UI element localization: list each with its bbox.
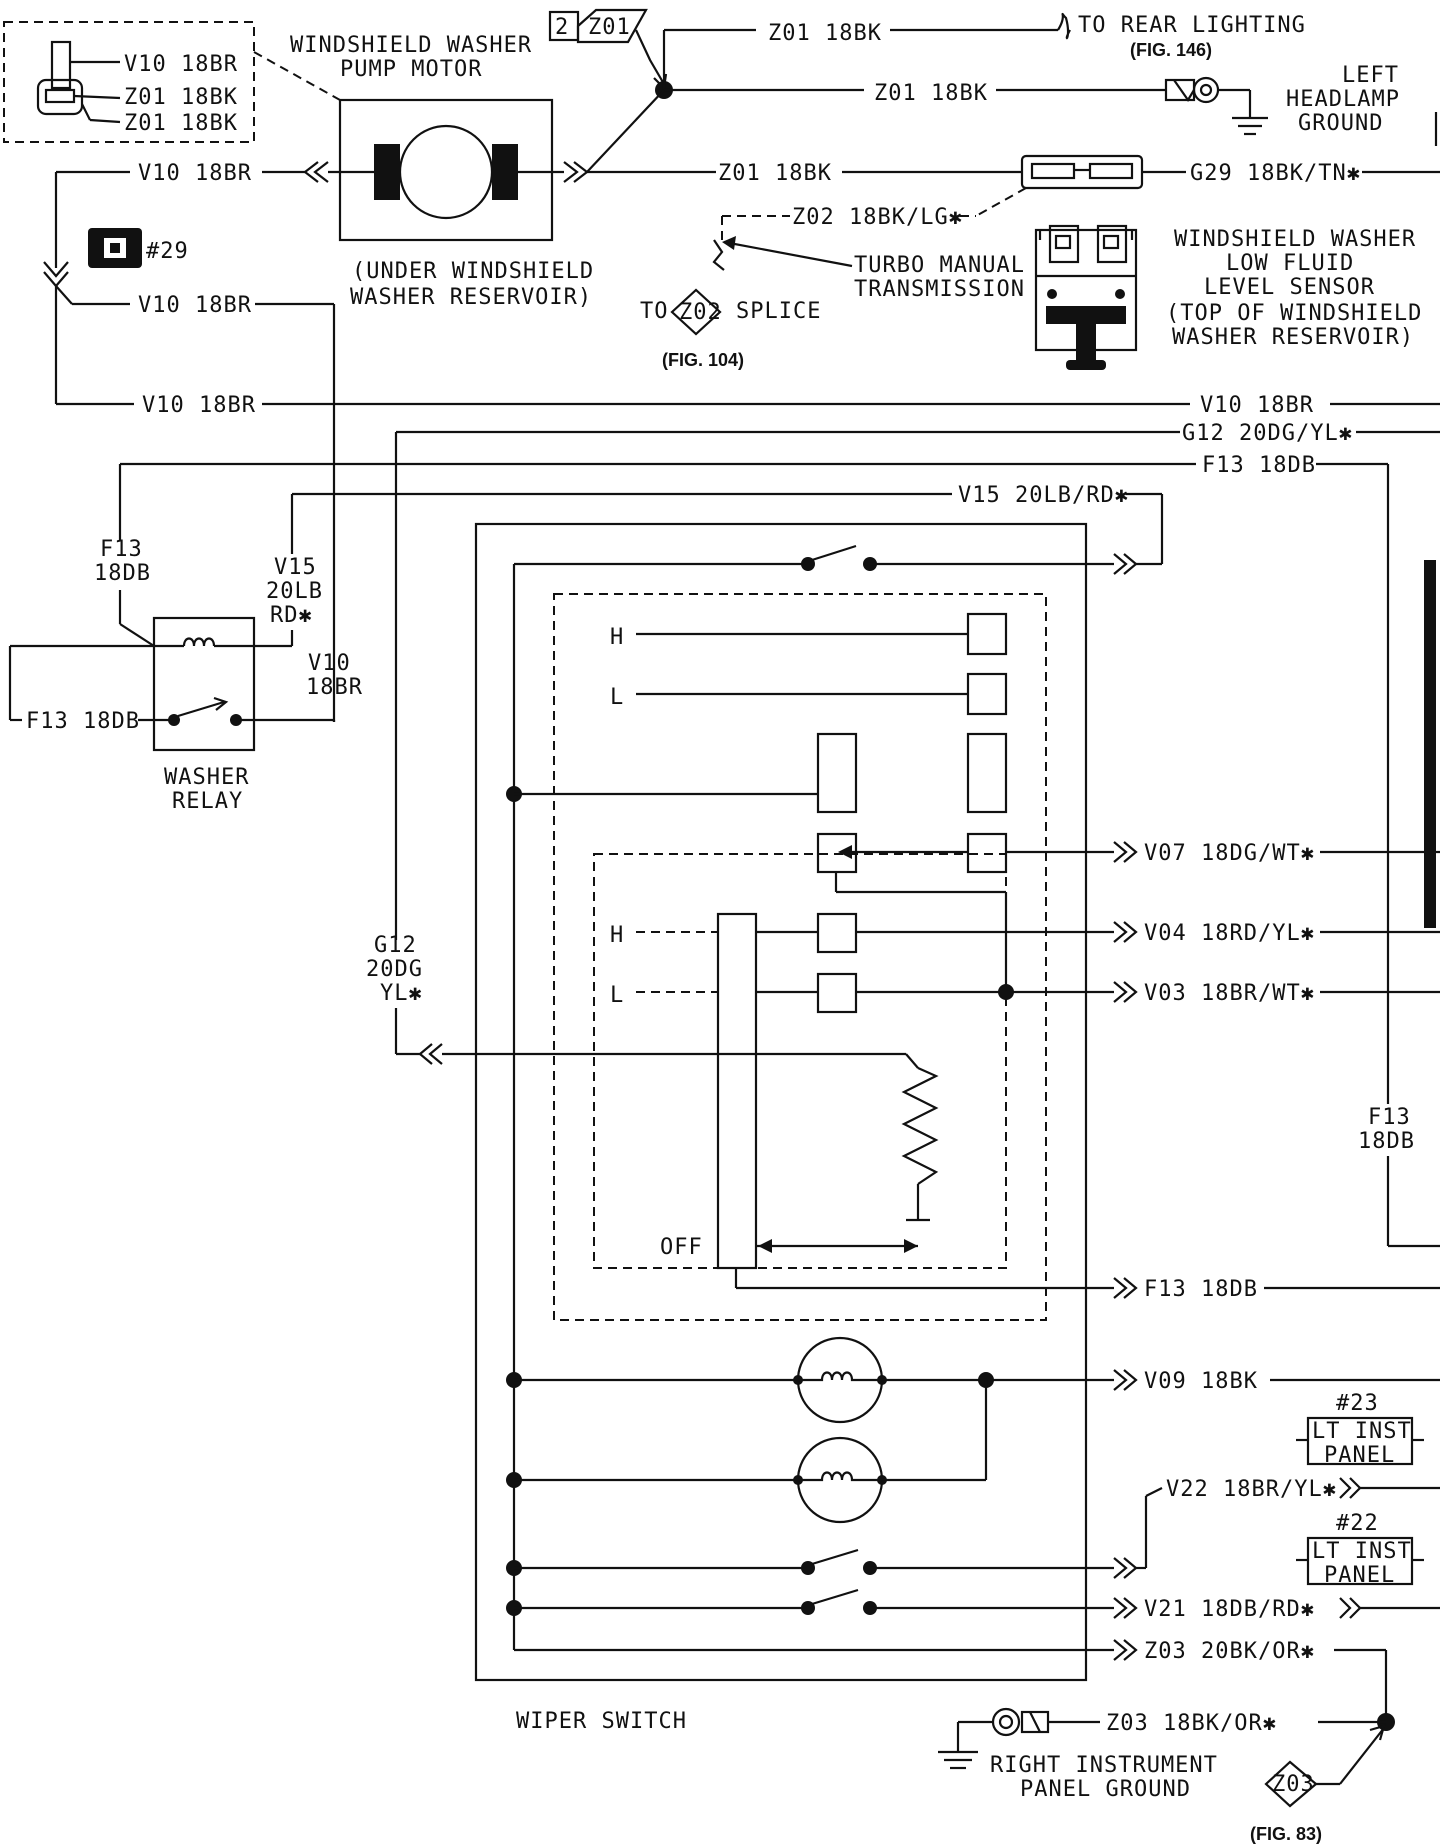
connector-wire-v10: V10 18BR <box>124 52 238 77</box>
v15-v3: RD✱ <box>270 603 313 628</box>
lt-inst-22-b: PANEL <box>1324 1563 1395 1588</box>
relay-1: WASHER <box>164 765 249 790</box>
g12-v2: 20DG <box>366 957 423 982</box>
lt-inst-23-b: PANEL <box>1324 1443 1395 1468</box>
g12-wire: G12 20DG/YL✱ G12 20DG YL✱ <box>366 421 1440 1065</box>
right-edge-bar <box>1424 112 1438 928</box>
f13-out-label: F13 18DB <box>1144 1277 1258 1302</box>
g12-v3: YL✱ <box>380 981 423 1006</box>
left-headlamp-1: LEFT <box>1342 63 1399 88</box>
v09-label: V09 18BK <box>1144 1369 1258 1394</box>
washer-pump-motor: WINDSHIELD WASHER PUMP MOTOR (UNDER WIND… <box>290 33 594 310</box>
v10-left-bus: V10 18BR V10 18BR V10 18BR <box>43 172 1440 722</box>
g12-right-label: G12 20DG/YL✱ <box>1182 421 1353 446</box>
f13-wire: F13 18DB F13 18DB F13 18DB <box>94 453 1440 1248</box>
v10-v2: 18BR <box>306 675 363 700</box>
v10-wire-top: V10 18BR <box>56 161 716 186</box>
lt-inst-23-a: LT INST <box>1312 1419 1412 1444</box>
connector-29-ref: #29 <box>88 228 189 268</box>
z01-ref-label: Z01 <box>588 15 631 40</box>
sensor-4: (TOP OF WINDSHIELD <box>1166 301 1422 326</box>
relay-2: RELAY <box>172 789 243 814</box>
right-ground-2: PANEL GROUND <box>1020 1777 1191 1802</box>
sensor-3: LEVEL SENSOR <box>1204 275 1375 300</box>
right-instrument-ground: Z03 18BK/OR✱ RIGHT INSTRUMENT PANEL GROU… <box>938 1707 1395 1844</box>
z02-turbo: Z02 18BK/LG✱ TURBO MANUAL TRANSMISSION T… <box>640 187 1027 370</box>
z01-pump-wire: Z01 18BK G29 18BK/TN✱ <box>718 154 1440 190</box>
pump-note-1: (UNDER WINDSHIELD <box>352 259 594 284</box>
turbo-1: TURBO MANUAL <box>854 253 1025 278</box>
z01-mid-label: Z01 18BK <box>874 81 988 106</box>
turbo-2: TRANSMISSION <box>854 277 1025 302</box>
low-fluid-sensor: WINDSHIELD WASHER LOW FLUID LEVEL SENSOR… <box>1034 224 1422 370</box>
f13-relay-label: F13 18DB <box>26 709 140 734</box>
v15-v2: 20LB <box>266 579 323 604</box>
lt-inst-22-a: LT INST <box>1312 1539 1412 1564</box>
v21-label: V21 18DB/RD✱ <box>1144 1597 1315 1622</box>
to-splice-z02: Z02 <box>679 300 722 325</box>
z03-gnd-label: Z03 18BK/OR✱ <box>1106 1711 1277 1736</box>
v15-wire: V15 20LB/RD✱ V15 20LB RD✱ <box>266 483 1164 646</box>
switch-h-1: H <box>610 625 624 650</box>
connector-wire-z01-a: Z01 18BK <box>124 85 238 110</box>
left-headlamp-2: HEADLAMP <box>1286 87 1400 112</box>
right-ground-1: RIGHT INSTRUMENT <box>990 1753 1218 1778</box>
f13-side-1: F13 <box>1368 1105 1411 1130</box>
wiper-switch-label: WIPER SWITCH <box>516 1709 687 1734</box>
switch-l-1: L <box>610 685 624 710</box>
v15-right-label: V15 20LB/RD✱ <box>958 483 1129 508</box>
z01-ref-num: 2 <box>555 15 569 40</box>
pump-connector-view: V10 18BR Z01 18BK Z01 18BK <box>3 21 341 143</box>
v10-v1: V10 <box>308 651 351 676</box>
v04-label: V04 18RD/YL✱ <box>1144 921 1315 946</box>
to-splice-splice: SPLICE <box>736 299 821 324</box>
ref-29-label: #29 <box>146 239 189 264</box>
switch-l-2: L <box>610 983 624 1008</box>
to-splice-to: TO <box>640 299 669 324</box>
f13-right-label: F13 18DB <box>1202 453 1316 478</box>
fig-83: (FIG. 83) <box>1250 1824 1322 1844</box>
ref-23-label: #23 <box>1336 1391 1379 1416</box>
f13-v2: 18DB <box>94 561 151 586</box>
washer-relay: F13 18DB V10 18BR WASHER RELAY <box>8 616 363 814</box>
lt-inst-panel-23: #23 LT INST PANEL <box>1296 1391 1424 1468</box>
v10-top-label: V10 18BR <box>138 161 252 186</box>
fig-104: (FIG. 104) <box>662 350 744 370</box>
z03-out-label: Z03 20BK/OR✱ <box>1144 1639 1315 1664</box>
z01-top-label: Z01 18BK <box>768 21 882 46</box>
connector-wire-z01-b: Z01 18BK <box>124 111 238 136</box>
pump-title-1: WINDSHIELD WASHER <box>290 33 532 58</box>
f13-side-2: 18DB <box>1358 1129 1415 1154</box>
v22-label: V22 18BR/YL✱ <box>1166 1477 1337 1502</box>
z02-wire-label: Z02 18BK/LG✱ <box>792 205 963 230</box>
wiper-switch: H L V07 18DG/WT✱ H V04 18RD/YL✱ L <box>474 522 1440 1734</box>
left-headlamp-3: GROUND <box>1298 111 1383 136</box>
ref-22-label: #22 <box>1336 1511 1379 1536</box>
v07-label: V07 18DG/WT✱ <box>1144 841 1315 866</box>
lt-inst-panel-22: #22 LT INST PANEL <box>1296 1511 1424 1588</box>
fig-146: (FIG. 146) <box>1130 40 1212 60</box>
z03-ref-label: Z03 <box>1272 1772 1315 1797</box>
sensor-2: LOW FLUID <box>1226 251 1354 276</box>
to-rear-lighting: TO REAR LIGHTING <box>1078 13 1306 38</box>
switch-h-2: H <box>610 923 624 948</box>
sensor-1: WINDSHIELD WASHER <box>1174 227 1416 252</box>
v15-v1: V15 <box>274 555 317 580</box>
switch-off: OFF <box>660 1235 703 1260</box>
v10-right-label: V10 18BR <box>1200 393 1314 418</box>
pump-title-2: PUMP MOTOR <box>340 57 482 82</box>
z01-pump-label: Z01 18BK <box>718 161 832 186</box>
sensor-5: WASHER RESERVOIR) <box>1172 325 1414 350</box>
g12-v1: G12 <box>374 933 417 958</box>
g29-label: G29 18BK/TN✱ <box>1190 161 1361 186</box>
v10-c-label: V10 18BR <box>142 393 256 418</box>
v03-label: V03 18BR/WT✱ <box>1144 981 1315 1006</box>
f13-v1: F13 <box>100 537 143 562</box>
pump-note-2: WASHER RESERVOIR) <box>350 285 592 310</box>
v10-b-label: V10 18BR <box>138 293 252 318</box>
z01-splice: 2 Z01 Z01 18BK TO REAR LIGHTING (FIG. 14… <box>548 8 1400 173</box>
